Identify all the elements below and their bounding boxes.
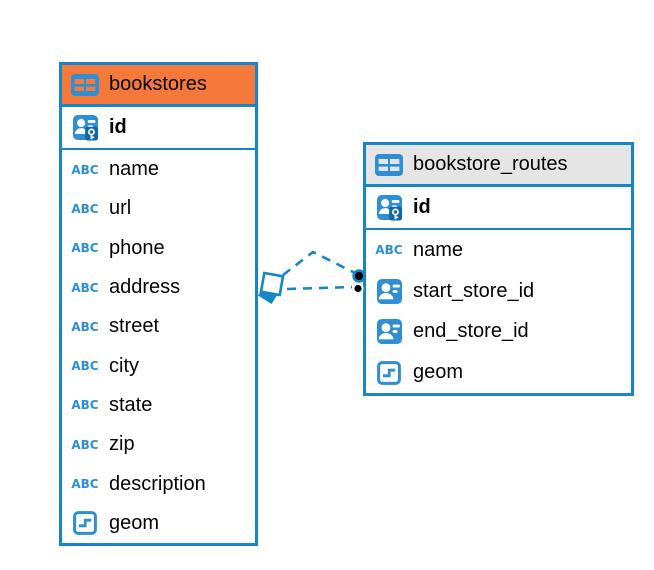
relationship-diamond-marker[interactable]: [257, 271, 285, 305]
column-label: description: [109, 472, 206, 495]
column-label: city: [109, 354, 139, 377]
column-row-city[interactable]: ABC city: [62, 346, 255, 386]
table-icon: [374, 153, 404, 176]
relationship-dot-marker-end[interactable]: [352, 282, 364, 295]
table-header-bookstore-routes[interactable]: bookstore_routes: [366, 145, 631, 187]
text-type-icon: ABC: [71, 477, 99, 492]
column-label: geom: [109, 511, 160, 534]
column-row-description[interactable]: ABC description: [62, 464, 255, 504]
geometry-type-icon: [374, 360, 404, 385]
text-type-icon: ABC: [71, 359, 99, 374]
table-icon: [70, 73, 100, 96]
column-label: url: [109, 197, 132, 220]
column-row-id[interactable]: id: [366, 187, 631, 230]
table-name: bookstore_routes: [413, 153, 568, 175]
text-type-icon: ABC: [71, 280, 99, 295]
column-label: start_store_id: [413, 279, 535, 302]
table-name: bookstores: [109, 73, 207, 95]
column-label: id: [109, 116, 127, 138]
text-type-icon: ABC: [71, 398, 99, 413]
column-label: address: [109, 276, 181, 299]
column-label: id: [413, 196, 431, 218]
column-row-zip[interactable]: ABC zip: [62, 425, 255, 465]
primary-key-icon: [70, 114, 100, 141]
column-row-street[interactable]: ABC street: [62, 307, 255, 347]
table-bookstore-routes[interactable]: bookstore_routes id ABC: [363, 142, 634, 396]
column-row-state[interactable]: ABC state: [62, 385, 255, 426]
geometry-type-icon: [70, 511, 100, 536]
column-label: name: [109, 158, 160, 181]
column-row-name[interactable]: ABC name: [62, 150, 255, 190]
table-header-bookstores[interactable]: bookstores: [62, 65, 255, 107]
text-type-icon: ABC: [71, 201, 99, 216]
text-type-icon: ABC: [71, 241, 99, 256]
text-type-icon: ABC: [71, 319, 99, 334]
column-row-url[interactable]: ABC url: [62, 189, 255, 229]
column-label: street: [109, 315, 160, 338]
column-label: zip: [109, 433, 135, 456]
column-label: name: [413, 238, 464, 261]
reference-type-icon: [374, 319, 404, 345]
column-list: ABC name start_store_id: [366, 230, 631, 393]
reference-type-icon: [374, 278, 404, 304]
text-type-icon: ABC: [71, 162, 99, 177]
column-label: end_store_id: [413, 320, 529, 343]
column-row-id[interactable]: id: [62, 107, 255, 150]
column-row-geom[interactable]: geom: [62, 503, 255, 543]
table-bookstores[interactable]: bookstores id ABC: [59, 62, 258, 546]
relationship-line-start-store[interactable]: [282, 250, 358, 277]
primary-key-icon: [374, 194, 404, 221]
column-row-name[interactable]: ABC name: [366, 230, 631, 271]
text-type-icon: ABC: [375, 243, 403, 258]
column-label: phone: [109, 236, 165, 259]
column-row-phone[interactable]: ABC phone: [62, 228, 255, 268]
column-row-address[interactable]: ABC address: [62, 267, 255, 308]
column-list: ABC name ABC url ABC phone ABC address A…: [62, 150, 255, 543]
column-label: state: [109, 393, 153, 416]
relationship-line-end-store[interactable]: [286, 285, 353, 291]
column-row-start-store-id[interactable]: start_store_id: [366, 270, 631, 312]
column-row-end-store-id[interactable]: end_store_id: [366, 311, 631, 353]
column-label: geom: [413, 361, 464, 384]
column-row-geom[interactable]: geom: [366, 352, 631, 393]
text-type-icon: ABC: [71, 437, 99, 452]
